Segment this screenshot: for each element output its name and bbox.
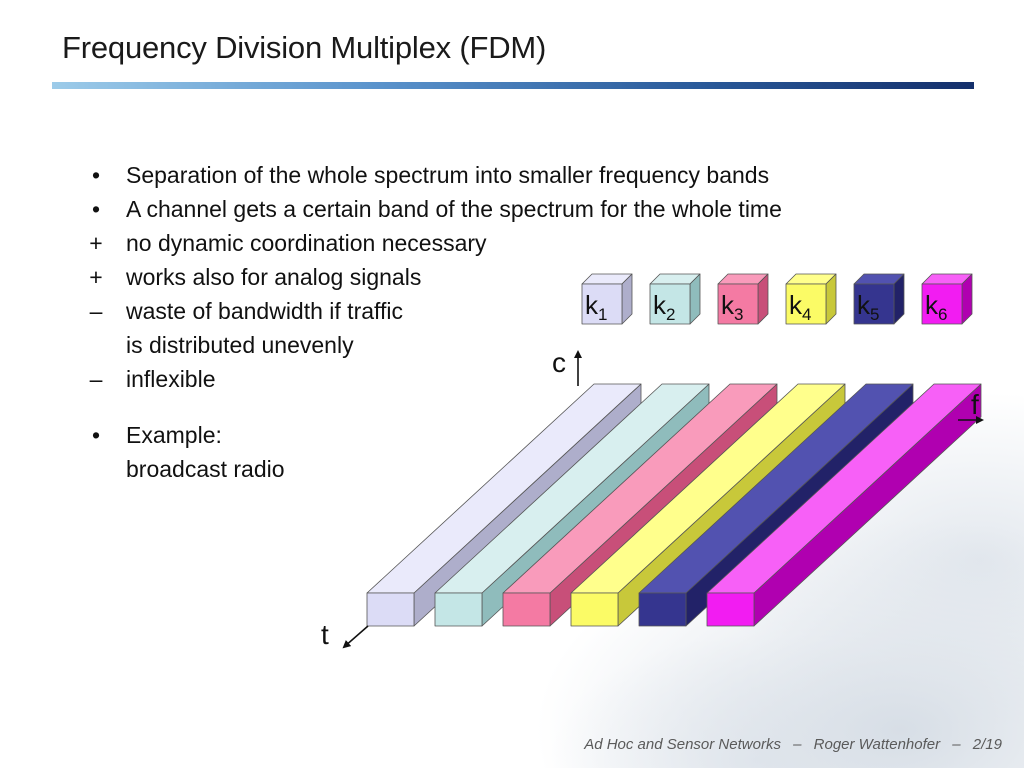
bullet-marker: • (91, 422, 101, 448)
footer-page: 2/19 (972, 736, 1002, 753)
channel-label: k1 (585, 290, 607, 324)
channel-label-base: k (857, 290, 871, 320)
cube-front-face (649, 283, 691, 325)
c-axis-label: c (552, 347, 566, 378)
channel-label-base: k (789, 290, 803, 320)
bullet-marker: + (89, 264, 103, 290)
band-front-face (638, 592, 687, 627)
bullet-item: • Example: broadcast radio (84, 418, 782, 486)
channel-label-base: k (721, 290, 735, 320)
axes: c f t (321, 347, 984, 650)
footer-course: Ad Hoc and Sensor Networks (584, 736, 781, 753)
bullet-marker: • (91, 196, 101, 222)
footer-separator-1: – (793, 736, 802, 753)
bullet-item: + no dynamic coordination necessary (84, 226, 782, 260)
channel-cube-k5: k5 (853, 273, 905, 325)
channel-label-subscript: 5 (870, 305, 879, 324)
channel-label: k5 (857, 290, 879, 324)
channel-cube-k1: k1 (581, 273, 633, 325)
channel-label: k2 (653, 290, 675, 324)
channel-label-base: k (585, 290, 599, 320)
footer-author: Roger Wattenhofer (813, 736, 941, 753)
band-bar-k6 (706, 383, 982, 627)
bullet-text-line: works also for analog signals (126, 264, 422, 290)
cube-front-face (581, 283, 623, 325)
bullet-marker: • (91, 162, 101, 188)
bullet-text-line: no dynamic coordination necessary (126, 230, 487, 256)
channel-label-subscript: 2 (666, 305, 675, 324)
bullet-item: –waste of bandwidth if traffic is distrib… (84, 294, 782, 362)
band-front-face (366, 592, 415, 627)
bullet-text-line: inflexible (126, 366, 216, 392)
bullet-marker: – (89, 366, 103, 392)
bullet-text-line: is distributed unevenly (126, 332, 354, 358)
cube-front-face (785, 283, 827, 325)
channel-cube-k3: k3 (717, 273, 769, 325)
t-axis (342, 625, 369, 649)
bullet-list: • Separation of the whole spectrum into s… (84, 158, 782, 486)
bullet-text-line: waste of bandwidth if traffic (126, 298, 403, 324)
footer-separator-2: – (952, 736, 961, 753)
channel-label: k3 (721, 290, 743, 324)
channel-label-subscript: 3 (734, 305, 743, 324)
bullet-item: + works also for analog signals (84, 260, 782, 294)
bullet-text-line: Separation of the whole spectrum into sm… (126, 162, 770, 188)
bullet-item: • A channel gets a certain band of the sp… (84, 192, 782, 226)
band-front-face (570, 592, 619, 627)
bullet-marker: + (89, 230, 103, 256)
title-underline (52, 82, 974, 89)
cube-front-face (853, 283, 895, 325)
channel-label: k4 (789, 290, 811, 324)
bullet-text-line: broadcast radio (126, 456, 285, 482)
f-axis-label: f (971, 389, 979, 420)
channel-cube-k4: k4 (785, 273, 837, 325)
bullet-item: –inflexible (84, 362, 782, 396)
bullet-text-line: A channel gets a certain band of the spe… (126, 196, 782, 222)
band-front-face (434, 592, 483, 627)
band-front-face (502, 592, 551, 627)
slide-title: Frequency Division Multiplex (FDM) (62, 30, 547, 65)
channel-label-subscript: 6 (938, 305, 947, 324)
bullet-text-line: Example: (126, 422, 222, 448)
channel-label-base: k (653, 290, 667, 320)
frequency-bands (366, 383, 982, 627)
channel-label-base: k (925, 290, 939, 320)
cube-front-face (717, 283, 759, 325)
cube-front-face (921, 283, 963, 325)
bullet-marker: – (89, 298, 103, 324)
slide-footer: Ad Hoc and Sensor Networks – Roger Watte… (580, 736, 1006, 753)
channel-cube-k6: k6 (921, 273, 973, 325)
channel-label-subscript: 4 (802, 305, 811, 324)
bullet-item: • Separation of the whole spectrum into s… (84, 158, 782, 192)
t-axis-label: t (321, 619, 329, 650)
band-front-face (706, 592, 755, 627)
channel-cube-k2: k2 (649, 273, 701, 325)
channel-label: k6 (925, 290, 947, 324)
channel-label-subscript: 1 (598, 305, 607, 324)
